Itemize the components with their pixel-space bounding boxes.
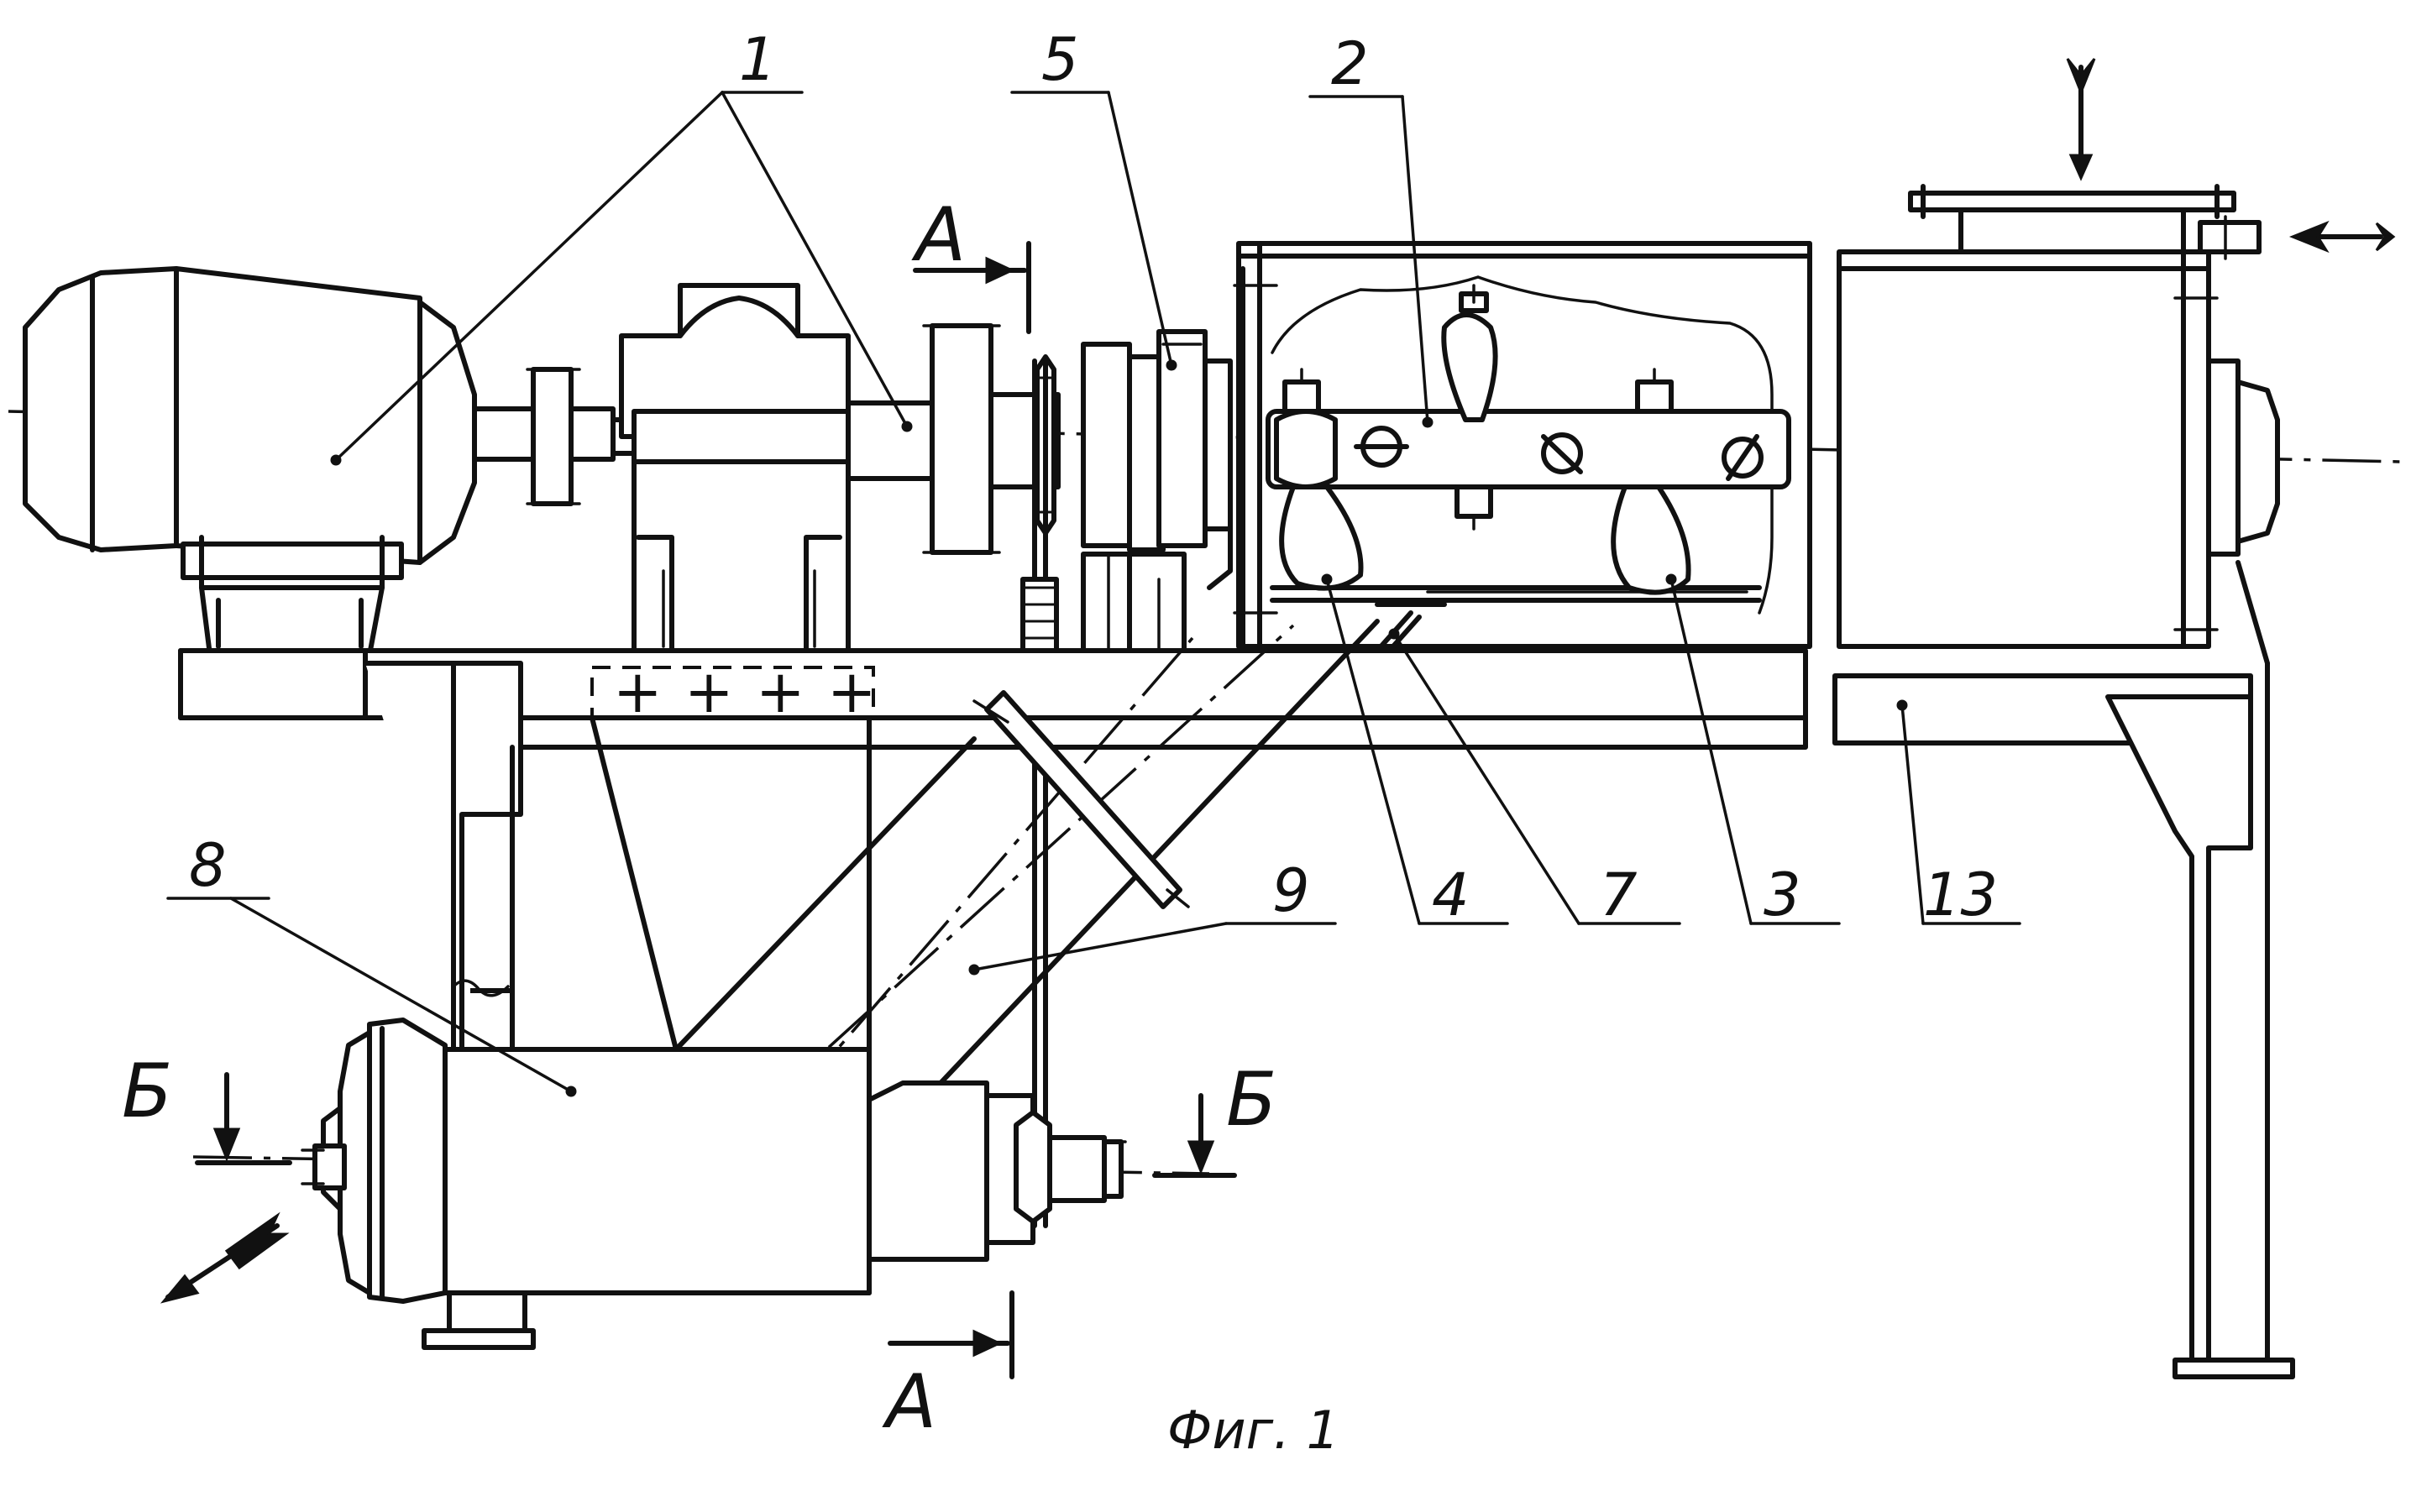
reducer-output-shaft (848, 403, 932, 479)
section-label-a-bottom: А (882, 1358, 936, 1445)
ref-label-2: 2 (1331, 29, 1369, 98)
inlet-hopper (1910, 186, 2259, 259)
ref-label-13: 13 (1923, 861, 1998, 929)
electric-motor (25, 269, 474, 655)
section-a-bottom: А (882, 1293, 1012, 1445)
section-b-right: Б (1155, 1056, 1276, 1175)
section-label-a-top: А (911, 191, 966, 278)
section-label-b-left: Б (122, 1048, 172, 1134)
paddle-shaft (1268, 411, 1789, 487)
gear-reducer (621, 285, 848, 655)
ref-label-5: 5 (1041, 25, 1079, 94)
ref-label-3: 3 (1764, 861, 1801, 929)
chain-drive-5 (1083, 332, 1230, 663)
arrow-down-icon (2068, 59, 2094, 178)
ref-label-9: 9 (1272, 856, 1310, 925)
arrow-out-icon (164, 1216, 286, 1301)
svg-text:+: + (756, 657, 805, 726)
leader-5: 5 (1012, 25, 1176, 369)
ref-label-1: 1 (739, 25, 777, 94)
ref-label-7: 7 (1600, 861, 1638, 929)
section-label-b-right: Б (1226, 1056, 1276, 1143)
ref-label-8: 8 (189, 831, 227, 900)
ref-label-4: 4 (1432, 861, 1470, 929)
section-a-top: А (911, 191, 1029, 332)
auger-8 (302, 1020, 1125, 1347)
tank-13 (1839, 252, 2277, 646)
figure-caption: Фиг. 1 (1167, 1400, 1339, 1461)
coupling-1 (474, 369, 638, 504)
arrow-left-icon (2293, 223, 2393, 250)
svg-text:+: + (684, 657, 734, 726)
section-b-left: Б (122, 1048, 290, 1163)
svg-text:+: + (613, 657, 663, 726)
